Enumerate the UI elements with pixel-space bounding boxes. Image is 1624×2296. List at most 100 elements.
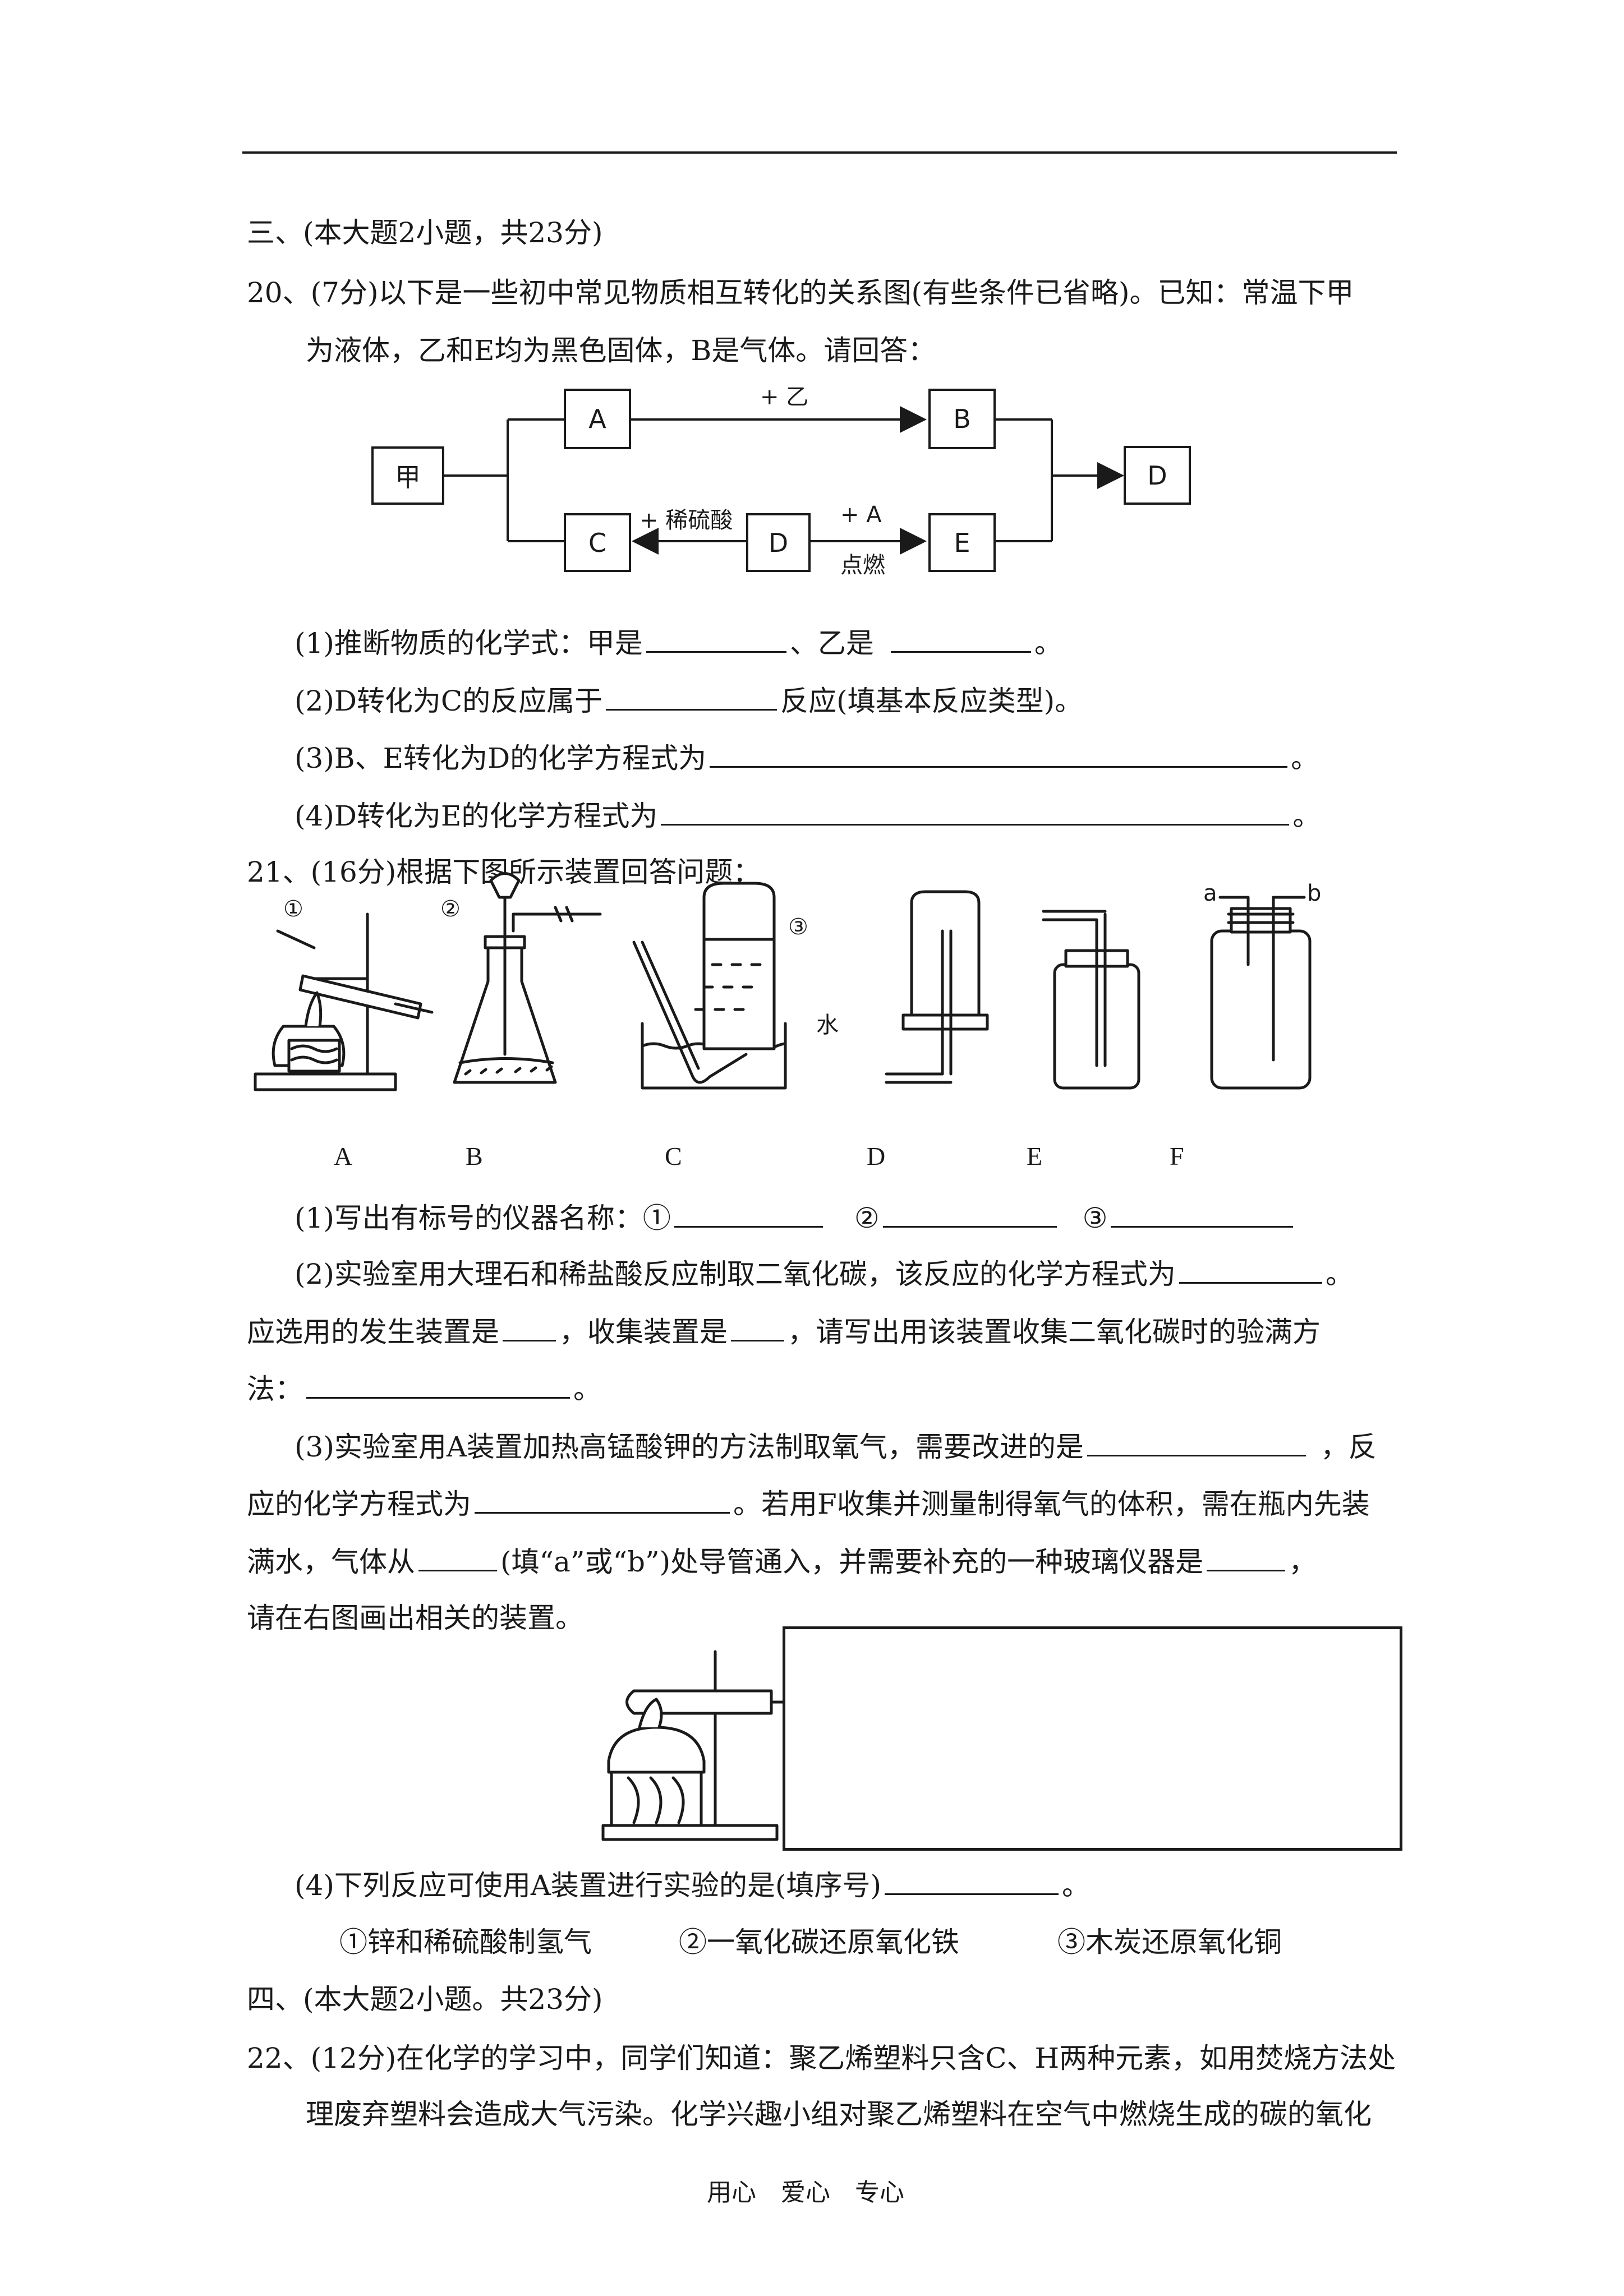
q21-option-2: ②一氧化碳还原氧化铁 xyxy=(679,1926,959,1958)
label-water: 水 xyxy=(816,1012,839,1038)
q21-sub1-marker3: ③ xyxy=(1082,1202,1108,1234)
answer-blank-collector[interactable] xyxy=(731,1314,784,1341)
q21-sub3-line3: 满水，气体从 (填“a”或“b”)处导管通入，并需要补充的一种玻璃仪器是 ， xyxy=(247,1544,1317,1579)
q20-sub1-text-b: 、乙是 xyxy=(789,627,874,660)
q20-sub2-text-b: 反应(填基本反应类型)。 xyxy=(780,685,1083,717)
q21-sub3-line2: 应的化学方程式为 。若用F收集并测量制得氧气的体积，需在瓶内先装 xyxy=(247,1486,1370,1521)
q21-sub2-text: (2)实验室用大理石和稀盐酸反应制取二氧化碳，该反应的化学方程式为 xyxy=(295,1258,1176,1290)
q21-sub2-line2: 应选用的发生装置是 ，收集装置是 ，请写出用该装置收集二氧化碳时的验满方 xyxy=(247,1314,1321,1349)
answer-blank-equation-DE[interactable] xyxy=(661,798,1290,826)
apparatus-E xyxy=(1042,910,1140,1090)
q21-sub4: (4)下列反应可使用A装置进行实验的是(填序号) 。 xyxy=(295,1868,1090,1902)
label-ignite: 点燃 xyxy=(840,552,885,578)
apparatus-D xyxy=(885,890,989,1084)
answer-blank-kmno4-equation[interactable] xyxy=(475,1486,730,1514)
answer-blank-instrument-2[interactable] xyxy=(882,1200,1057,1228)
q21-sub2-line3-end: 。 xyxy=(573,1373,601,1405)
answer-blank-reaction-type[interactable] xyxy=(606,683,778,711)
q21-sub3-line3-end: ， xyxy=(1289,1546,1317,1578)
q20-sub4-end: 。 xyxy=(1292,800,1321,832)
q21-sub2-line1-end: 。 xyxy=(1325,1258,1354,1290)
q21-sub3-l2-text: 应的化学方程式为 xyxy=(247,1488,471,1520)
q21-sub2-line1: (2)实验室用大理石和稀盐酸反应制取二氧化碳，该反应的化学方程式为 。 xyxy=(295,1256,1354,1291)
apparatus-label-B: B xyxy=(466,1142,483,1170)
page-footer: 用心 爱心 专心 xyxy=(707,2178,904,2207)
node-jia: 甲 xyxy=(371,446,444,505)
q21-sub1-text: (1)写出有标号的仪器名称：① xyxy=(295,1202,671,1234)
q21-sub3-l3-text-b: (填“a”或“b”)处导管通入，并需要补充的一种玻璃仪器是 xyxy=(500,1546,1204,1578)
q20-stem-line1: 20、(7分)以下是一些初中常见物质相互转化的关系图(有些条件已省略)。已知：常… xyxy=(247,276,1354,309)
section-heading-4: 四、(本大题2小题。共23分) xyxy=(247,1983,603,2016)
q20-diagram-arrows xyxy=(443,406,1124,555)
q21-sub2-l3-text: 法： xyxy=(247,1373,303,1405)
q20-sub4: (4)D转化为E的化学方程式为 。 xyxy=(295,798,1321,833)
answer-blank-glass-instrument[interactable] xyxy=(1207,1544,1286,1571)
node-D-right: D xyxy=(1124,446,1191,505)
q20-sub1-text: (1)推断物质的化学式：甲是 xyxy=(295,627,643,660)
q22-stem-line2: 理废弃塑料会造成大气污染。化学兴趣小组对聚乙烯塑料在空气中燃烧生成的碳的氧化 xyxy=(306,2098,1372,2131)
q21-sub4-text: (4)下列反应可使用A装置进行实验的是(填序号) xyxy=(295,1869,881,1902)
q20-sub3: (3)B、E转化为D的化学方程式为 。 xyxy=(295,740,1319,775)
drawing-answer-box[interactable] xyxy=(783,1626,1402,1851)
node-C: C xyxy=(564,513,631,572)
apparatus-label-A: A xyxy=(334,1142,353,1170)
q21-sub3-l2-text-b: 。若用F收集并测量制得氧气的体积，需在瓶内先装 xyxy=(733,1488,1370,1520)
q21-sub1-marker2: ② xyxy=(854,1202,880,1234)
answer-blank-instrument-1[interactable] xyxy=(674,1200,823,1228)
apparatus-figure xyxy=(254,872,1312,1091)
label-plus-dilute-acid: + 稀硫酸 xyxy=(640,508,733,533)
q21-sub1: (1)写出有标号的仪器名称：① ② ③ xyxy=(295,1200,1296,1235)
answer-blank-jia[interactable] xyxy=(646,625,786,653)
marker-1: ① xyxy=(283,896,303,922)
q20-sub4-text: (4)D转化为E的化学方程式为 xyxy=(295,800,658,832)
q21-sub2-l2-text-c: ，请写出用该装置收集二氧化碳时的验满方 xyxy=(788,1316,1321,1348)
q21-sub3-line4: 请在右图画出相关的装置。 xyxy=(247,1602,583,1634)
node-B: B xyxy=(928,389,996,449)
label-tube-b: b xyxy=(1307,880,1322,906)
q21-sub3-l1-text-b: ，反 xyxy=(1320,1431,1377,1463)
header-rule xyxy=(242,151,1397,154)
q20-sub1: (1)推断物质的化学式：甲是 、乙是 。 xyxy=(295,625,1062,660)
node-D-middle: D xyxy=(746,513,811,572)
q21-sub3-line1: (3)实验室用A装置加热高锰酸钾的方法制取氧气，需要改进的是 ，反 xyxy=(295,1429,1377,1464)
answer-blank-co2-equation[interactable] xyxy=(1179,1256,1322,1284)
apparatus-label-F: F xyxy=(1170,1142,1184,1170)
q20-sub3-end: 。 xyxy=(1291,742,1319,774)
answer-blank-inlet[interactable] xyxy=(418,1544,497,1571)
q21-sub3-l1-text: (3)实验室用A装置加热高锰酸钾的方法制取氧气，需要改进的是 xyxy=(295,1431,1084,1463)
label-plus-yi: + 乙 xyxy=(760,384,809,410)
q22-stem-line1: 22、(12分)在化学的学习中，同学们知道：聚乙烯塑料只含C、H两种元素，如用焚… xyxy=(247,2042,1396,2074)
heating-apparatus-figure xyxy=(601,1650,784,1841)
q20-sub1-end: 。 xyxy=(1034,627,1062,660)
answer-blank-equation-BE[interactable] xyxy=(710,740,1288,768)
q21-sub2-l2-text: 应选用的发生装置是 xyxy=(247,1316,499,1348)
q21-sub4-end: 。 xyxy=(1061,1869,1090,1902)
q20-sub2-text: (2)D转化为C的反应属于 xyxy=(295,685,603,717)
q20-sub3-text: (3)B、E转化为D的化学方程式为 xyxy=(295,742,707,774)
answer-blank-generator[interactable] xyxy=(503,1314,556,1341)
marker-2: ② xyxy=(440,896,461,922)
q21-option-1: ①锌和稀硫酸制氢气 xyxy=(339,1926,592,1958)
node-E: E xyxy=(928,513,996,572)
q21-sub2-l2-text-b: ，收集装置是 xyxy=(559,1316,728,1348)
label-plus-A: + A xyxy=(840,502,882,528)
q21-option-3: ③木炭还原氧化铜 xyxy=(1057,1926,1282,1958)
q21-sub3-l3-text: 满水，气体从 xyxy=(247,1546,415,1578)
apparatus-B xyxy=(453,872,602,1084)
node-A: A xyxy=(564,389,631,449)
answer-blank-choice[interactable] xyxy=(884,1868,1059,1895)
answer-blank-improvement[interactable] xyxy=(1087,1429,1306,1456)
apparatus-label-E: E xyxy=(1027,1142,1043,1170)
apparatus-C xyxy=(632,882,787,1090)
apparatus-F xyxy=(1210,896,1312,1090)
apparatus-label-D: D xyxy=(867,1142,886,1170)
apparatus-A xyxy=(254,912,434,1091)
q21-sub2-line3: 法： 。 xyxy=(247,1371,601,1406)
answer-blank-instrument-3[interactable] xyxy=(1111,1200,1294,1228)
section-heading: 三、(本大题2小题，共23分) xyxy=(247,216,603,249)
q20-sub2: (2)D转化为C的反应属于 反应(填基本反应类型)。 xyxy=(295,683,1083,718)
apparatus-label-C: C xyxy=(665,1142,682,1170)
marker-3: ③ xyxy=(788,914,808,940)
answer-blank-full-check-method[interactable] xyxy=(306,1371,570,1399)
answer-blank-yi[interactable] xyxy=(890,625,1031,653)
